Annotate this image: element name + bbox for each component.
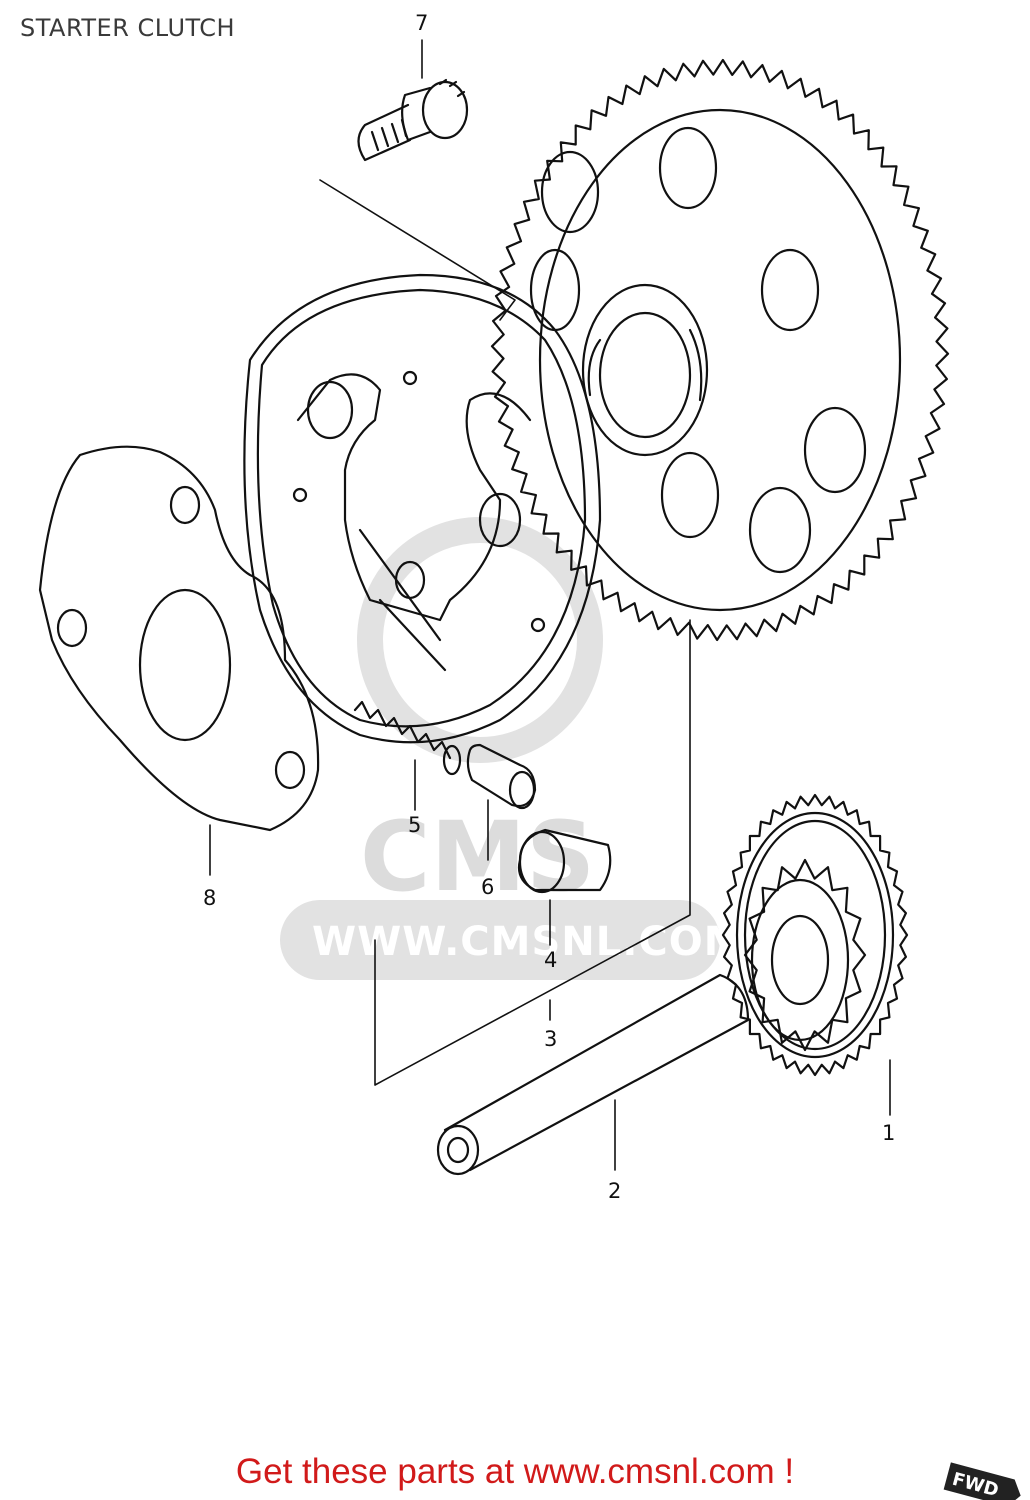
idle-gear-small-teeth <box>743 858 867 1052</box>
callout-4: 4 <box>544 948 557 972</box>
part-3-driven-gear <box>490 58 950 642</box>
part-2-shaft <box>436 973 750 1176</box>
part-4-roller <box>517 828 612 894</box>
part-1-idle-gear <box>721 793 909 1077</box>
callout-7: 7 <box>415 11 428 35</box>
callout-2: 2 <box>608 1179 621 1203</box>
part-8-clutch-housing <box>243 273 602 744</box>
part-8-plate <box>38 445 320 832</box>
callout-1: 1 <box>882 1121 895 1145</box>
callout-8: 8 <box>203 886 216 910</box>
idle-gear-teeth <box>721 793 909 1077</box>
diagram-title: STARTER CLUTCH <box>20 14 236 42</box>
part-6-pin <box>466 743 537 810</box>
callout-labels: 7 5 6 8 4 3 1 2 <box>203 11 895 1203</box>
callout-3: 3 <box>544 1027 557 1051</box>
watermark-url: WWW.CMSNL.COM <box>312 919 745 965</box>
footer-link-text[interactable]: Get these parts at www.cmsnl.com ! <box>235 1452 795 1491</box>
part-5-spring <box>353 700 462 776</box>
callout-5: 5 <box>408 813 421 837</box>
watermark-brand: CMS <box>360 801 595 913</box>
part-7-bolt <box>357 78 469 162</box>
watermark: CMS WWW.CMSNL.COM <box>280 517 745 980</box>
callout-6: 6 <box>481 875 494 899</box>
leader-lines <box>209 39 891 1171</box>
